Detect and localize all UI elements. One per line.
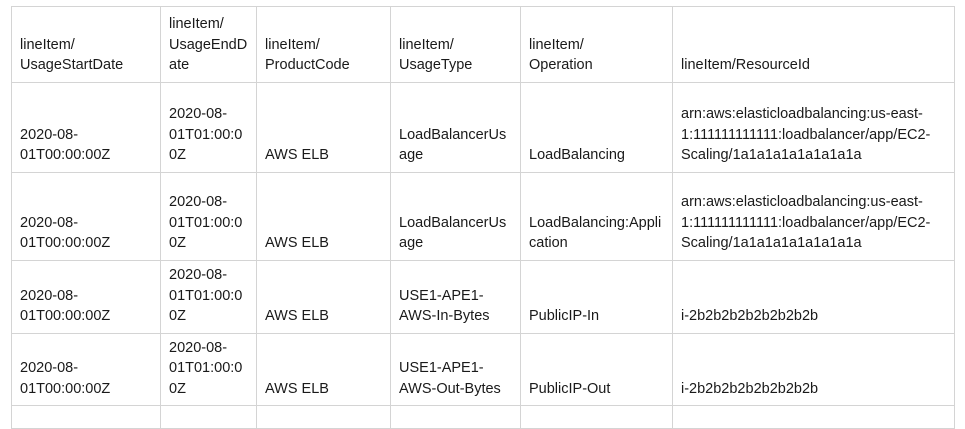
column-header-usage-type[interactable]: lineItem/ UsageType: [390, 6, 521, 83]
table-row[interactable]: 2020-08-01T00:00:00Z 2020-08-01T01:00:00…: [11, 172, 955, 261]
table-row[interactable]: 2020-08-01T00:00:00Z 2020-08-01T01:00:00…: [11, 82, 955, 173]
cell-product-code[interactable]: AWS ELB: [256, 332, 391, 407]
cell-product-code[interactable]: AWS ELB: [256, 82, 391, 173]
cell-usage-start-date[interactable]: 2020-08-01T00:00:00Z: [11, 332, 161, 407]
column-header-usage-end-date[interactable]: lineItem/ UsageEndDate: [160, 6, 257, 83]
table-row[interactable]: 2020-08-01T00:00:00Z 2020-08-01T01:00:00…: [11, 260, 955, 334]
table-header-row: lineItem/ UsageStartDate lineItem/ Usage…: [11, 6, 955, 83]
cell-usage-start-date[interactable]: [11, 405, 161, 429]
column-header-usage-start-date[interactable]: lineItem/ UsageStartDate: [11, 6, 161, 83]
cell-product-code[interactable]: AWS ELB: [256, 260, 391, 334]
cell-resource-id[interactable]: arn:aws:elasticloadbalancing:us-east-1:1…: [672, 82, 955, 173]
cell-usage-type[interactable]: LoadBalancerUsage: [390, 82, 521, 173]
column-header-resource-id[interactable]: lineItem/ResourceId: [672, 6, 955, 83]
cell-usage-end-date[interactable]: 2020-08-01T01:00:00Z: [160, 260, 257, 334]
cost-usage-report-table: lineItem/ UsageStartDate lineItem/ Usage…: [11, 6, 955, 429]
cell-usage-end-date[interactable]: [160, 405, 257, 429]
cell-resource-id[interactable]: i-2b2b2b2b2b2b2b2b: [672, 332, 955, 407]
cell-usage-type[interactable]: USE1-APE1-AWS-Out-Bytes: [390, 332, 521, 407]
cell-resource-id[interactable]: arn:aws:elasticloadbalancing:us-east-1:1…: [672, 172, 955, 261]
cell-usage-end-date[interactable]: 2020-08-01T01:00:00Z: [160, 172, 257, 261]
cell-usage-end-date[interactable]: 2020-08-01T01:00:00Z: [160, 82, 257, 173]
cell-operation[interactable]: [520, 405, 673, 429]
cell-usage-start-date[interactable]: 2020-08-01T00:00:00Z: [11, 82, 161, 173]
cell-operation[interactable]: PublicIP-In: [520, 260, 673, 334]
cell-resource-id[interactable]: i-2b2b2b2b2b2b2b2b: [672, 260, 955, 334]
table-row[interactable]: 2020-08-01T00:00:00Z 2020-08-01T01:00:00…: [11, 332, 955, 407]
cell-usage-type[interactable]: USE1-APE1-AWS-In-Bytes: [390, 260, 521, 334]
table-body: 2020-08-01T00:00:00Z 2020-08-01T01:00:00…: [11, 82, 955, 429]
cell-product-code[interactable]: AWS ELB: [256, 172, 391, 261]
table-row[interactable]: [11, 405, 955, 429]
table-header: lineItem/ UsageStartDate lineItem/ Usage…: [11, 6, 955, 83]
cur-report-sheet: lineItem/ UsageStartDate lineItem/ Usage…: [11, 6, 955, 429]
cell-usage-start-date[interactable]: 2020-08-01T00:00:00Z: [11, 260, 161, 334]
cell-product-code[interactable]: [256, 405, 391, 429]
column-header-product-code[interactable]: lineItem/ ProductCode: [256, 6, 391, 83]
cell-operation[interactable]: PublicIP-Out: [520, 332, 673, 407]
cell-usage-type[interactable]: [390, 405, 521, 429]
column-header-operation[interactable]: lineItem/ Operation: [520, 6, 673, 83]
cell-operation[interactable]: LoadBalancing:Application: [520, 172, 673, 261]
cell-resource-id[interactable]: [672, 405, 955, 429]
cell-usage-start-date[interactable]: 2020-08-01T00:00:00Z: [11, 172, 161, 261]
cell-usage-type[interactable]: LoadBalancerUsage: [390, 172, 521, 261]
cell-operation[interactable]: LoadBalancing: [520, 82, 673, 173]
cell-usage-end-date[interactable]: 2020-08-01T01:00:00Z: [160, 332, 257, 407]
